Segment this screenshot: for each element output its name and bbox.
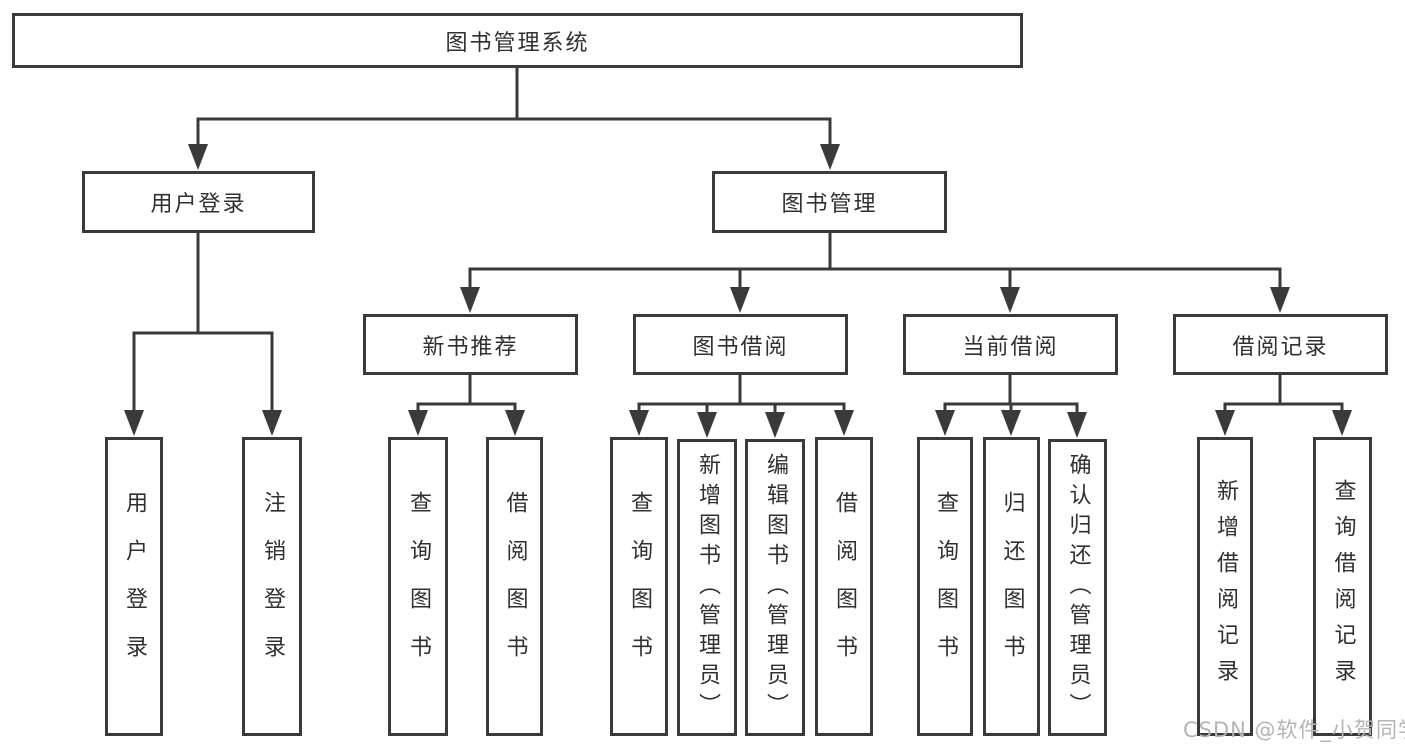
node-borrowing-records: 借阅记录	[1173, 314, 1388, 375]
leaf-user-login: 用户登录	[105, 437, 163, 736]
arrowhead	[730, 287, 750, 313]
leaf-query-borrow-record: 查询借阅记录	[1313, 437, 1372, 736]
connector-root-to-level2	[196, 68, 832, 146]
connector-bookborrow-to-leaves	[637, 375, 846, 412]
node-user-login: 用户登录	[82, 171, 315, 233]
arrowhead	[505, 410, 525, 436]
connector-newbook-to-leaves	[416, 375, 517, 412]
arrowhead	[1001, 410, 1021, 436]
arrowhead	[1215, 410, 1235, 436]
arrowhead	[697, 412, 717, 438]
arrowhead	[188, 144, 208, 170]
node-book-management: 图书管理	[712, 171, 947, 233]
leaf-logout: 注销登录	[242, 437, 302, 736]
connector-userlogin-to-leaves	[132, 233, 274, 412]
leaf-borrow-book: 借阅图书	[815, 437, 873, 736]
arrowhead	[629, 410, 649, 436]
arrowhead	[124, 410, 144, 436]
node-current-borrowing: 当前借阅	[903, 314, 1118, 375]
arrowhead	[460, 287, 480, 313]
leaf-query-book: 查询图书	[388, 437, 448, 736]
connector-curborrow-to-leaves	[943, 375, 1079, 412]
connector-borrowrec-to-leaves	[1223, 375, 1344, 412]
arrowhead	[1332, 410, 1352, 436]
leaf-edit-book-admin: 编辑图书（管理员）	[745, 439, 805, 736]
arrowhead	[408, 410, 428, 436]
arrowhead	[1000, 287, 1020, 313]
leaf-add-borrow-record: 新增借阅记录	[1197, 437, 1253, 736]
leaf-query-book: 查询图书	[917, 437, 973, 736]
node-new-book-recommendation: 新书推荐	[363, 314, 578, 375]
arrowhead	[834, 410, 854, 436]
node-book-borrowing: 图书借阅	[633, 314, 848, 375]
leaf-query-book: 查询图书	[610, 437, 668, 736]
leaf-return-book: 归还图书	[983, 437, 1040, 736]
arrowhead	[765, 412, 785, 438]
arrowhead	[262, 410, 282, 436]
connector-bookmgmt-to-level3	[468, 233, 1282, 290]
node-library-management-system: 图书管理系统	[12, 13, 1023, 68]
leaf-add-book-admin: 新增图书（管理员）	[677, 439, 737, 736]
arrowhead	[820, 144, 840, 170]
leaf-borrow-book: 借阅图书	[486, 437, 543, 736]
arrowhead	[1270, 287, 1290, 313]
watermark: CSDN @软件_小贺同学	[1183, 718, 1405, 742]
arrowhead	[1067, 412, 1087, 438]
arrowhead	[935, 410, 955, 436]
leaf-confirm-return-admin: 确认归还（管理员）	[1048, 439, 1107, 736]
